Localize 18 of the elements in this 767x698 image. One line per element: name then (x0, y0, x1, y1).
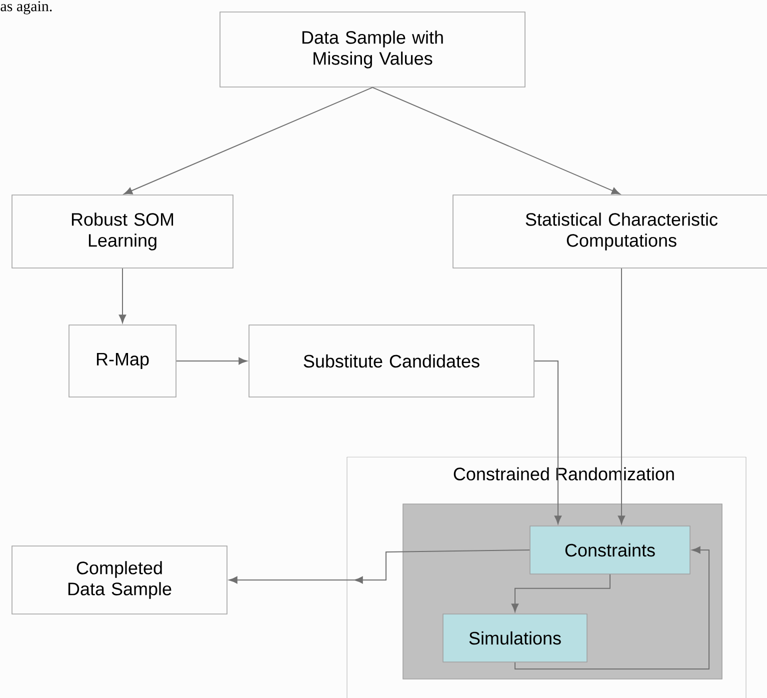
process-box: Robust SOM Learning (12, 194, 234, 268)
process-box: Statistical Characteristic Computations (452, 194, 767, 268)
arrow (124, 86, 373, 194)
process-box: Completed Data Sample (12, 546, 228, 614)
page-text: as again. (0, 1, 52, 14)
process-box: Substitute Candidates (248, 324, 534, 398)
process-box: Simulations (442, 614, 588, 662)
arrow (511, 574, 610, 612)
arrow (534, 360, 562, 524)
arrow (228, 550, 530, 584)
process-box: Constraints (530, 526, 690, 574)
process-box: R-Map (68, 324, 176, 398)
arrow (118, 268, 126, 324)
arrow (176, 357, 248, 365)
arrow (618, 268, 626, 524)
arrow (514, 546, 710, 670)
arrow (372, 86, 620, 194)
process-box: Data Sample with Missing Values (220, 12, 526, 88)
